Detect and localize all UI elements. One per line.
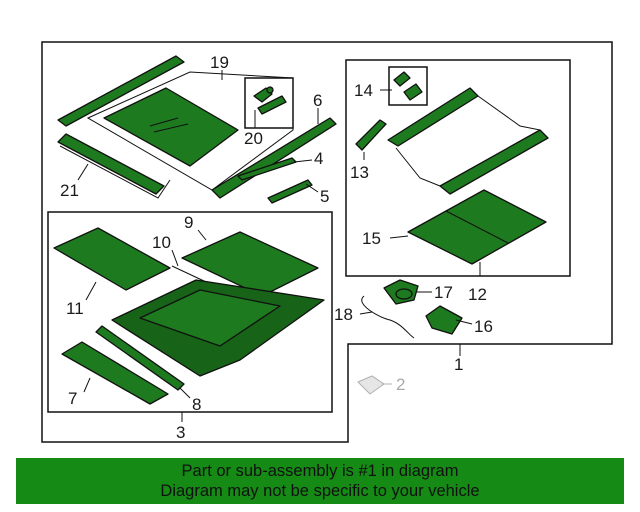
glass-11: [53, 227, 171, 291]
roof-panel-frame: [86, 71, 294, 191]
callout-7: 7: [68, 389, 77, 408]
frame-opening: [139, 289, 281, 347]
callout-12: 12: [468, 285, 487, 304]
callout-18: 18: [334, 305, 353, 324]
clip-20: [253, 86, 287, 115]
callout-5: 5: [320, 187, 329, 206]
glass-assembly-box: [47, 211, 333, 413]
mechanism-box: [345, 59, 571, 277]
glass-9: [181, 231, 319, 297]
callout-15: 15: [362, 229, 381, 248]
callout-3: 3: [176, 423, 185, 442]
motor-17: [383, 279, 419, 305]
drip-rail-21: [57, 133, 165, 195]
callout-4: 4: [314, 149, 323, 168]
footer-line-1: Part or sub-assembly is #1 in diagram: [181, 462, 459, 480]
footer-line-2: Diagram may not be specific to your vehi…: [160, 482, 480, 500]
drip-rail-edge: [59, 145, 171, 199]
callout-2: 2: [396, 375, 405, 394]
harness-18: [361, 295, 415, 339]
callout-20: 20: [244, 129, 263, 148]
callout-16: 16: [474, 317, 493, 336]
front-rail: [57, 55, 185, 127]
callout-11: 11: [66, 299, 84, 318]
sunshade-fold: [445, 210, 509, 244]
callout-9: 9: [184, 213, 193, 232]
clip-14: [393, 71, 423, 101]
deflector-13: [355, 119, 387, 151]
clip-box-14: [388, 66, 428, 106]
switch-16: [425, 305, 463, 335]
bracket-2-ghost: [357, 375, 385, 395]
strip-8: [95, 325, 185, 391]
roof-panel-19: [103, 87, 239, 167]
callout-8: 8: [192, 395, 201, 414]
assembly-outline: [41, 41, 613, 443]
callout-19: 19: [210, 53, 229, 72]
roof-panel-detail: [149, 117, 189, 133]
strip-5: [267, 179, 313, 204]
callout-6: 6: [313, 91, 322, 110]
footer-banner: Part or sub-assembly is #1 in diagram Di…: [16, 458, 624, 504]
mechanism-frame-side: [439, 129, 549, 195]
mechanism-cable: [395, 95, 541, 187]
callout-1: 1: [454, 355, 463, 374]
callout-14: 14: [354, 81, 373, 100]
mechanism-frame: [387, 87, 479, 147]
callout-10: 10: [152, 233, 171, 252]
panel-7: [61, 341, 169, 405]
callout-17: 17: [434, 283, 453, 302]
leader-lines: [77, 70, 481, 422]
callout-21: 21: [60, 181, 79, 200]
callout-13: 13: [350, 163, 369, 182]
